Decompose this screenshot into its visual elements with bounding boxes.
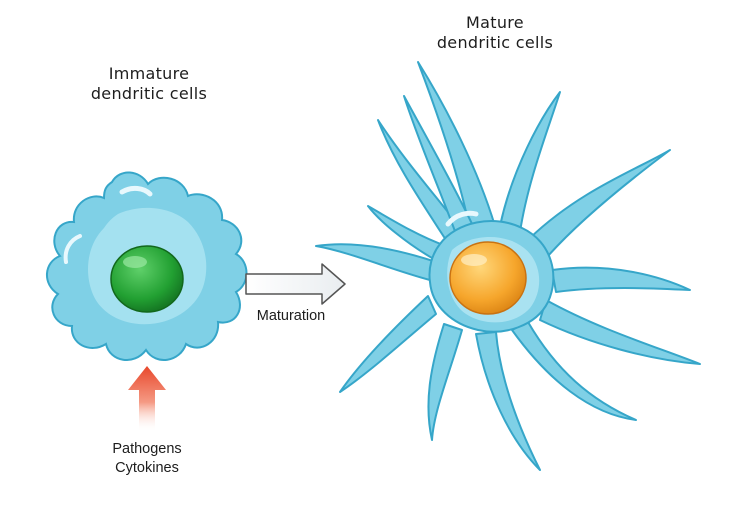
mature-cells-label: Mature dendritic cells — [400, 13, 590, 53]
immature-label-line2: dendritic cells — [90, 84, 208, 103]
immature-cell-highlight — [119, 185, 153, 197]
stimulus-arrow — [128, 366, 166, 432]
mature-cell-nucleus — [449, 241, 527, 315]
mature-label-line1: Mature — [466, 13, 524, 32]
mature-label-line2: dendritic cells — [436, 33, 554, 52]
mature-nucleus-shine — [461, 254, 487, 266]
mature-cell — [315, 61, 701, 471]
immature-cell — [46, 171, 248, 361]
stimulus-label-line2: Cytokines — [115, 460, 179, 476]
immature-cell-nucleus — [110, 245, 184, 313]
immature-cells-label: Immature dendritic cells — [64, 64, 234, 104]
immature-cell-highlight-2 — [63, 234, 82, 264]
immature-nucleus-shine — [123, 256, 147, 268]
stimulus-label-line1: Pathogens — [112, 441, 182, 457]
mature-cell-highlight — [445, 210, 479, 227]
maturation-arrow — [245, 263, 346, 305]
immature-label-line1: Immature — [108, 64, 190, 83]
mature-cell-dendrites — [315, 61, 701, 471]
maturation-label: Maturation — [256, 308, 326, 324]
stimulus-label: Pathogens Cytokines — [90, 440, 204, 478]
